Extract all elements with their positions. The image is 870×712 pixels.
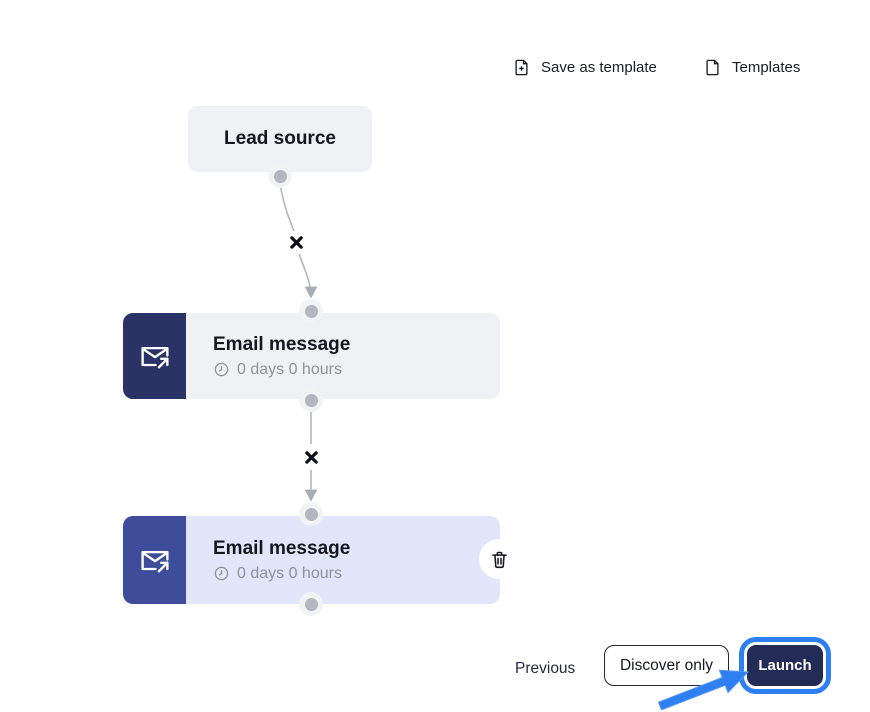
email-step-delay: 0 days 0 hours [213, 565, 350, 583]
email-step-title: Email message [213, 333, 351, 355]
templates-button[interactable]: Templates [703, 58, 800, 77]
connector-port[interactable] [299, 502, 323, 526]
email-step-icon-box [123, 516, 186, 604]
x-mark-icon [289, 235, 303, 249]
discover-only-button[interactable]: Discover only [604, 645, 729, 686]
trash-icon [491, 551, 507, 568]
envelope-send-icon [140, 346, 169, 369]
lead-source-label: Lead source [224, 128, 336, 149]
launch-button[interactable]: Launch [747, 645, 823, 686]
connector-port[interactable] [299, 388, 323, 412]
save-as-template-label: Save as template [541, 59, 657, 76]
connector-port[interactable] [268, 164, 292, 188]
email-step-icon-box [123, 313, 186, 399]
templates-label: Templates [732, 59, 801, 76]
clock-icon [214, 362, 229, 377]
clock-icon [214, 566, 229, 581]
email-step-node-2[interactable]: Email message 0 days 0 hours [123, 516, 500, 604]
connector-port[interactable] [299, 299, 323, 323]
previous-button[interactable]: Previous [515, 660, 576, 677]
delete-step-button[interactable] [479, 539, 519, 579]
lead-source-node[interactable]: Lead source [188, 106, 372, 172]
remove-connection-button[interactable] [285, 231, 307, 253]
email-step-node-1[interactable]: Email message 0 days 0 hours [123, 313, 500, 399]
x-mark-icon [304, 450, 318, 464]
connector-port[interactable] [299, 592, 323, 616]
save-as-template-button[interactable]: Save as template [512, 58, 657, 77]
envelope-send-icon [140, 550, 169, 573]
email-step-delay: 0 days 0 hours [213, 361, 350, 379]
file-plus-icon [515, 59, 528, 76]
email-step-title: Email message [213, 537, 351, 559]
file-icon [706, 59, 719, 76]
remove-connection-button[interactable] [300, 446, 322, 468]
